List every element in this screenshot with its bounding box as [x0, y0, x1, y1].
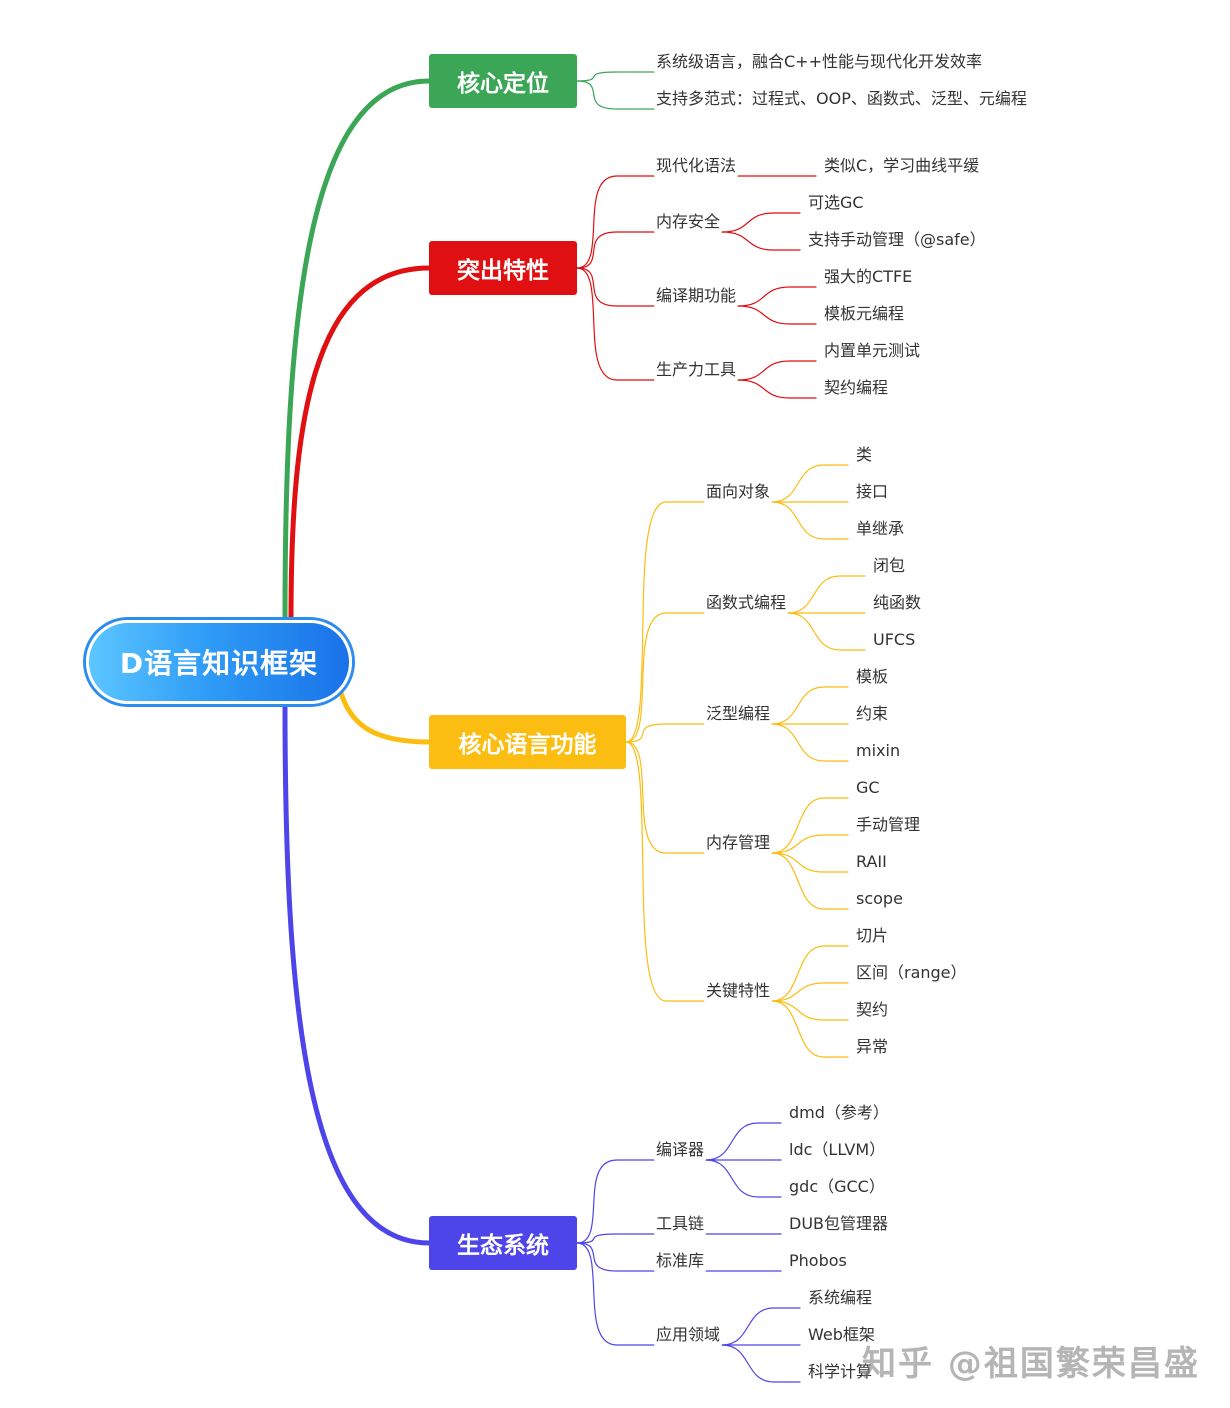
root-node[interactable]: D语言知识框架: [86, 620, 352, 704]
subtopic-node[interactable]: 类似C，学习曲线平缓: [822, 156, 982, 176]
child-connector: [576, 231, 655, 269]
subtopic-connector: [787, 575, 866, 614]
topic-node[interactable]: 标准库: [654, 1251, 707, 1271]
topic-node[interactable]: 函数式编程: [704, 593, 789, 613]
subtopic-node[interactable]: 约束: [854, 704, 891, 724]
subtopic-node[interactable]: 纯函数: [871, 593, 924, 613]
subtopic-node[interactable]: 模板: [854, 667, 891, 687]
subtopic-connector: [771, 686, 849, 725]
topic-node[interactable]: 应用领域: [654, 1325, 723, 1345]
child-connector: [576, 1159, 655, 1244]
subtopic-connector: [721, 212, 801, 233]
subtopic-node[interactable]: scope: [854, 889, 905, 909]
subtopic-node[interactable]: 支持手动管理（@safe）: [806, 230, 988, 250]
subtopic-connector: [771, 464, 849, 503]
subtopic-node[interactable]: 契约编程: [822, 378, 891, 398]
child-connector: [576, 1233, 655, 1244]
branch-node[interactable]: 突出特性: [429, 241, 577, 295]
topic-node[interactable]: 编译器: [654, 1140, 707, 1160]
branch-connector: [282, 78, 432, 623]
child-connector: [576, 267, 655, 307]
topic-node[interactable]: 现代化语法: [654, 156, 739, 176]
topic-node[interactable]: 系统级语言，融合C++性能与现代化开发效率: [654, 52, 984, 72]
branch-node[interactable]: 核心定位: [429, 54, 577, 108]
subtopic-node[interactable]: 异常: [854, 1037, 891, 1057]
subtopic-connector: [787, 612, 866, 651]
child-connector: [576, 1242, 655, 1272]
subtopic-node[interactable]: gdc（GCC）: [787, 1177, 887, 1197]
subtopic-connector: [771, 723, 849, 762]
topic-node[interactable]: 泛型编程: [704, 704, 773, 724]
subtopic-connector: [771, 945, 849, 1002]
subtopic-node[interactable]: 手动管理: [854, 815, 923, 835]
topic-node[interactable]: 编译期功能: [654, 286, 739, 306]
subtopic-node[interactable]: dmd（参考）: [787, 1103, 891, 1123]
topic-node[interactable]: 面向对象: [704, 482, 773, 502]
subtopic-connector: [737, 305, 817, 325]
subtopic-connector: [721, 1307, 801, 1346]
subtopic-connector: [705, 1159, 782, 1198]
topic-node[interactable]: 内存安全: [654, 212, 723, 232]
topic-node[interactable]: 生产力工具: [654, 360, 739, 380]
topic-node[interactable]: 支持多范式：过程式、OOP、函数式、泛型、元编程: [654, 89, 1029, 109]
subtopic-connector: [771, 982, 849, 1002]
child-connector: [576, 267, 655, 381]
subtopic-node[interactable]: 可选GC: [806, 193, 866, 213]
subtopic-connector: [771, 1000, 849, 1058]
subtopic-node[interactable]: RAII: [854, 852, 889, 872]
subtopic-connector: [771, 834, 849, 854]
subtopic-node[interactable]: 科学计算: [806, 1362, 875, 1382]
child-connector: [625, 741, 705, 854]
child-connector: [576, 71, 655, 82]
subtopic-node[interactable]: 系统编程: [806, 1288, 875, 1308]
subtopic-connector: [771, 1000, 849, 1021]
subtopic-connector: [771, 852, 849, 910]
child-connector: [625, 723, 705, 743]
subtopic-connector: [737, 286, 817, 307]
subtopic-node[interactable]: GC: [854, 778, 882, 798]
subtopic-connector: [737, 379, 817, 399]
child-connector: [625, 501, 705, 743]
subtopic-node[interactable]: 区间（range）: [854, 963, 969, 983]
subtopic-node[interactable]: mixin: [854, 741, 903, 761]
subtopic-connector: [771, 501, 849, 540]
child-connector: [576, 80, 655, 110]
subtopic-connector: [721, 1344, 801, 1383]
subtopic-node[interactable]: DUB包管理器: [787, 1214, 891, 1234]
child-connector: [576, 175, 655, 269]
subtopic-connector: [771, 797, 849, 854]
subtopic-node[interactable]: 单继承: [854, 519, 907, 539]
subtopic-connector: [771, 852, 849, 873]
branch-node[interactable]: 核心语言功能: [429, 715, 626, 769]
child-connector: [576, 1242, 655, 1346]
subtopic-node[interactable]: 内置单元测试: [822, 341, 923, 361]
subtopic-node[interactable]: ldc（LLVM）: [787, 1140, 888, 1160]
subtopic-node[interactable]: Web框架: [806, 1325, 877, 1345]
child-connector: [625, 612, 705, 743]
subtopic-node[interactable]: 接口: [854, 482, 891, 502]
subtopic-connector: [721, 231, 801, 251]
watermark: 知乎 @祖国繁荣昌盛: [862, 1344, 1200, 1384]
topic-node[interactable]: 关键特性: [704, 981, 773, 1001]
subtopic-node[interactable]: 闭包: [871, 556, 908, 576]
subtopic-node[interactable]: 模板元编程: [822, 304, 907, 324]
branch-connector: [288, 265, 432, 623]
topic-node[interactable]: 内存管理: [704, 833, 773, 853]
subtopic-node[interactable]: UFCS: [871, 630, 918, 650]
topic-node[interactable]: 工具链: [654, 1214, 707, 1234]
subtopic-connector: [705, 1122, 782, 1161]
child-connector: [625, 741, 705, 1002]
branch-node[interactable]: 生态系统: [429, 1216, 577, 1270]
subtopic-node[interactable]: 切片: [854, 926, 891, 946]
subtopic-node[interactable]: 类: [854, 445, 875, 465]
branch-connector: [337, 687, 432, 745]
branch-connector: [282, 701, 432, 1246]
subtopic-node[interactable]: 强大的CTFE: [822, 267, 915, 287]
subtopic-node[interactable]: Phobos: [787, 1251, 849, 1271]
subtopic-node[interactable]: 契约: [854, 1000, 891, 1020]
subtopic-connector: [737, 360, 817, 381]
